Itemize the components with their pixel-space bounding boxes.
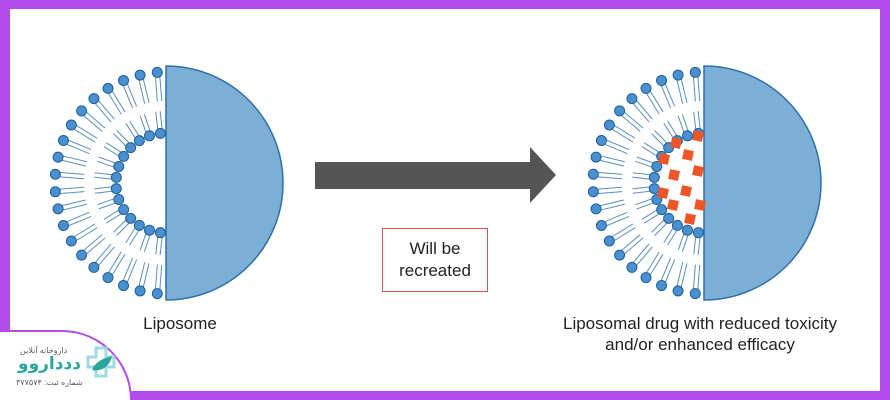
lipid-head xyxy=(113,160,125,172)
lipid-head xyxy=(656,74,668,86)
lipid-head xyxy=(133,135,145,147)
lipid-head xyxy=(102,272,114,284)
lipid-head xyxy=(154,127,166,139)
lipid-head xyxy=(118,204,130,216)
empty-liposome xyxy=(49,65,284,301)
lipid-head xyxy=(640,272,652,284)
lipid-head xyxy=(595,135,607,147)
liposomal-drug-label-line1: Liposomal drug with reduced toxicity xyxy=(562,314,838,333)
lipid-head xyxy=(672,285,684,297)
lipid-head xyxy=(151,288,163,300)
lipid-head xyxy=(52,203,64,215)
lipid-head xyxy=(681,130,693,142)
lipid-head xyxy=(151,66,163,78)
lipid-head xyxy=(590,151,602,163)
lipid-head xyxy=(595,219,607,231)
lipid-head xyxy=(133,219,145,231)
lipid-head xyxy=(587,186,599,198)
lipid-head xyxy=(134,285,146,297)
lipid-head xyxy=(603,235,615,247)
liposomal-drug-label: Liposomal drug with reduced toxicity and… xyxy=(520,313,880,355)
lipid-head xyxy=(118,74,130,86)
lipid-head xyxy=(113,194,125,206)
lipid-head xyxy=(49,186,61,198)
lipid-head xyxy=(663,212,675,224)
drug-square xyxy=(657,187,669,199)
lipid-head xyxy=(76,105,88,117)
lipid-head xyxy=(57,219,69,231)
drug-square xyxy=(692,165,704,177)
lipid-head xyxy=(102,82,114,94)
lipid-head xyxy=(626,261,638,273)
lipid-head xyxy=(640,82,652,94)
diagram-canvas: Liposome Liposomal drug with reduced tox… xyxy=(10,9,880,391)
lipid-head xyxy=(88,261,100,273)
drug-square xyxy=(692,130,704,142)
lipid-head xyxy=(88,93,100,105)
lipid-head xyxy=(614,105,626,117)
logo-tagline: داروخانه آنلاین xyxy=(20,346,68,355)
lipid-head xyxy=(692,227,704,239)
lipid-head xyxy=(125,212,137,224)
lipid-head xyxy=(626,93,638,105)
drug-square xyxy=(658,153,670,165)
lipid-head xyxy=(590,203,602,215)
lipid-head xyxy=(52,151,64,163)
drug-square xyxy=(670,137,682,149)
lipid-head xyxy=(49,168,61,180)
lipid-head xyxy=(154,227,166,239)
lipid-head xyxy=(656,204,668,216)
lipid-head xyxy=(656,280,668,292)
lipid-head xyxy=(110,183,122,195)
drug-square xyxy=(684,213,696,225)
lipid-head xyxy=(110,171,122,183)
lipid-head xyxy=(689,66,701,78)
liposome-label: Liposome xyxy=(143,314,217,333)
recreated-note: Will be recreated xyxy=(382,228,488,292)
lipid-head xyxy=(118,150,130,162)
lipid-head xyxy=(651,160,663,172)
liposomal-drug-label-line2: and/or enhanced efficacy xyxy=(605,335,795,354)
note-line2: recreated xyxy=(399,261,471,280)
lipid-head xyxy=(614,249,626,261)
liposome-diagram xyxy=(49,65,822,301)
drug-square xyxy=(682,149,694,161)
lipid-head xyxy=(672,69,684,81)
drug-loaded-liposome xyxy=(587,65,822,301)
lipid-head xyxy=(65,119,77,131)
lipid-head xyxy=(118,280,130,292)
lipid-head xyxy=(65,235,77,247)
half-disc xyxy=(703,65,822,301)
lipid-head xyxy=(671,219,683,231)
lipid-head xyxy=(648,171,660,183)
lipid-head xyxy=(57,135,69,147)
logo-cross-leaf-icon xyxy=(86,346,116,378)
lipid-head xyxy=(143,130,155,142)
lipid-head xyxy=(689,288,701,300)
drug-molecules xyxy=(657,130,706,225)
half-disc xyxy=(165,65,284,301)
drug-square xyxy=(668,169,680,181)
arrow-right xyxy=(315,147,556,203)
lipid-head xyxy=(648,183,660,195)
drug-square xyxy=(667,199,679,211)
logo-registration: شماره ثبت: ۳۷۷۵۷۴ xyxy=(16,378,83,387)
lipid-head xyxy=(76,249,88,261)
lipid-head xyxy=(143,224,155,236)
logo-name: ددداروو xyxy=(18,354,81,373)
drug-square xyxy=(680,185,692,197)
drug-square xyxy=(694,199,706,211)
lipid-head xyxy=(134,69,146,81)
lipid-head xyxy=(125,142,137,154)
lipid-head xyxy=(587,168,599,180)
lipid-head xyxy=(603,119,615,131)
lipid-head xyxy=(681,224,693,236)
note-line1: Will be xyxy=(409,239,461,258)
